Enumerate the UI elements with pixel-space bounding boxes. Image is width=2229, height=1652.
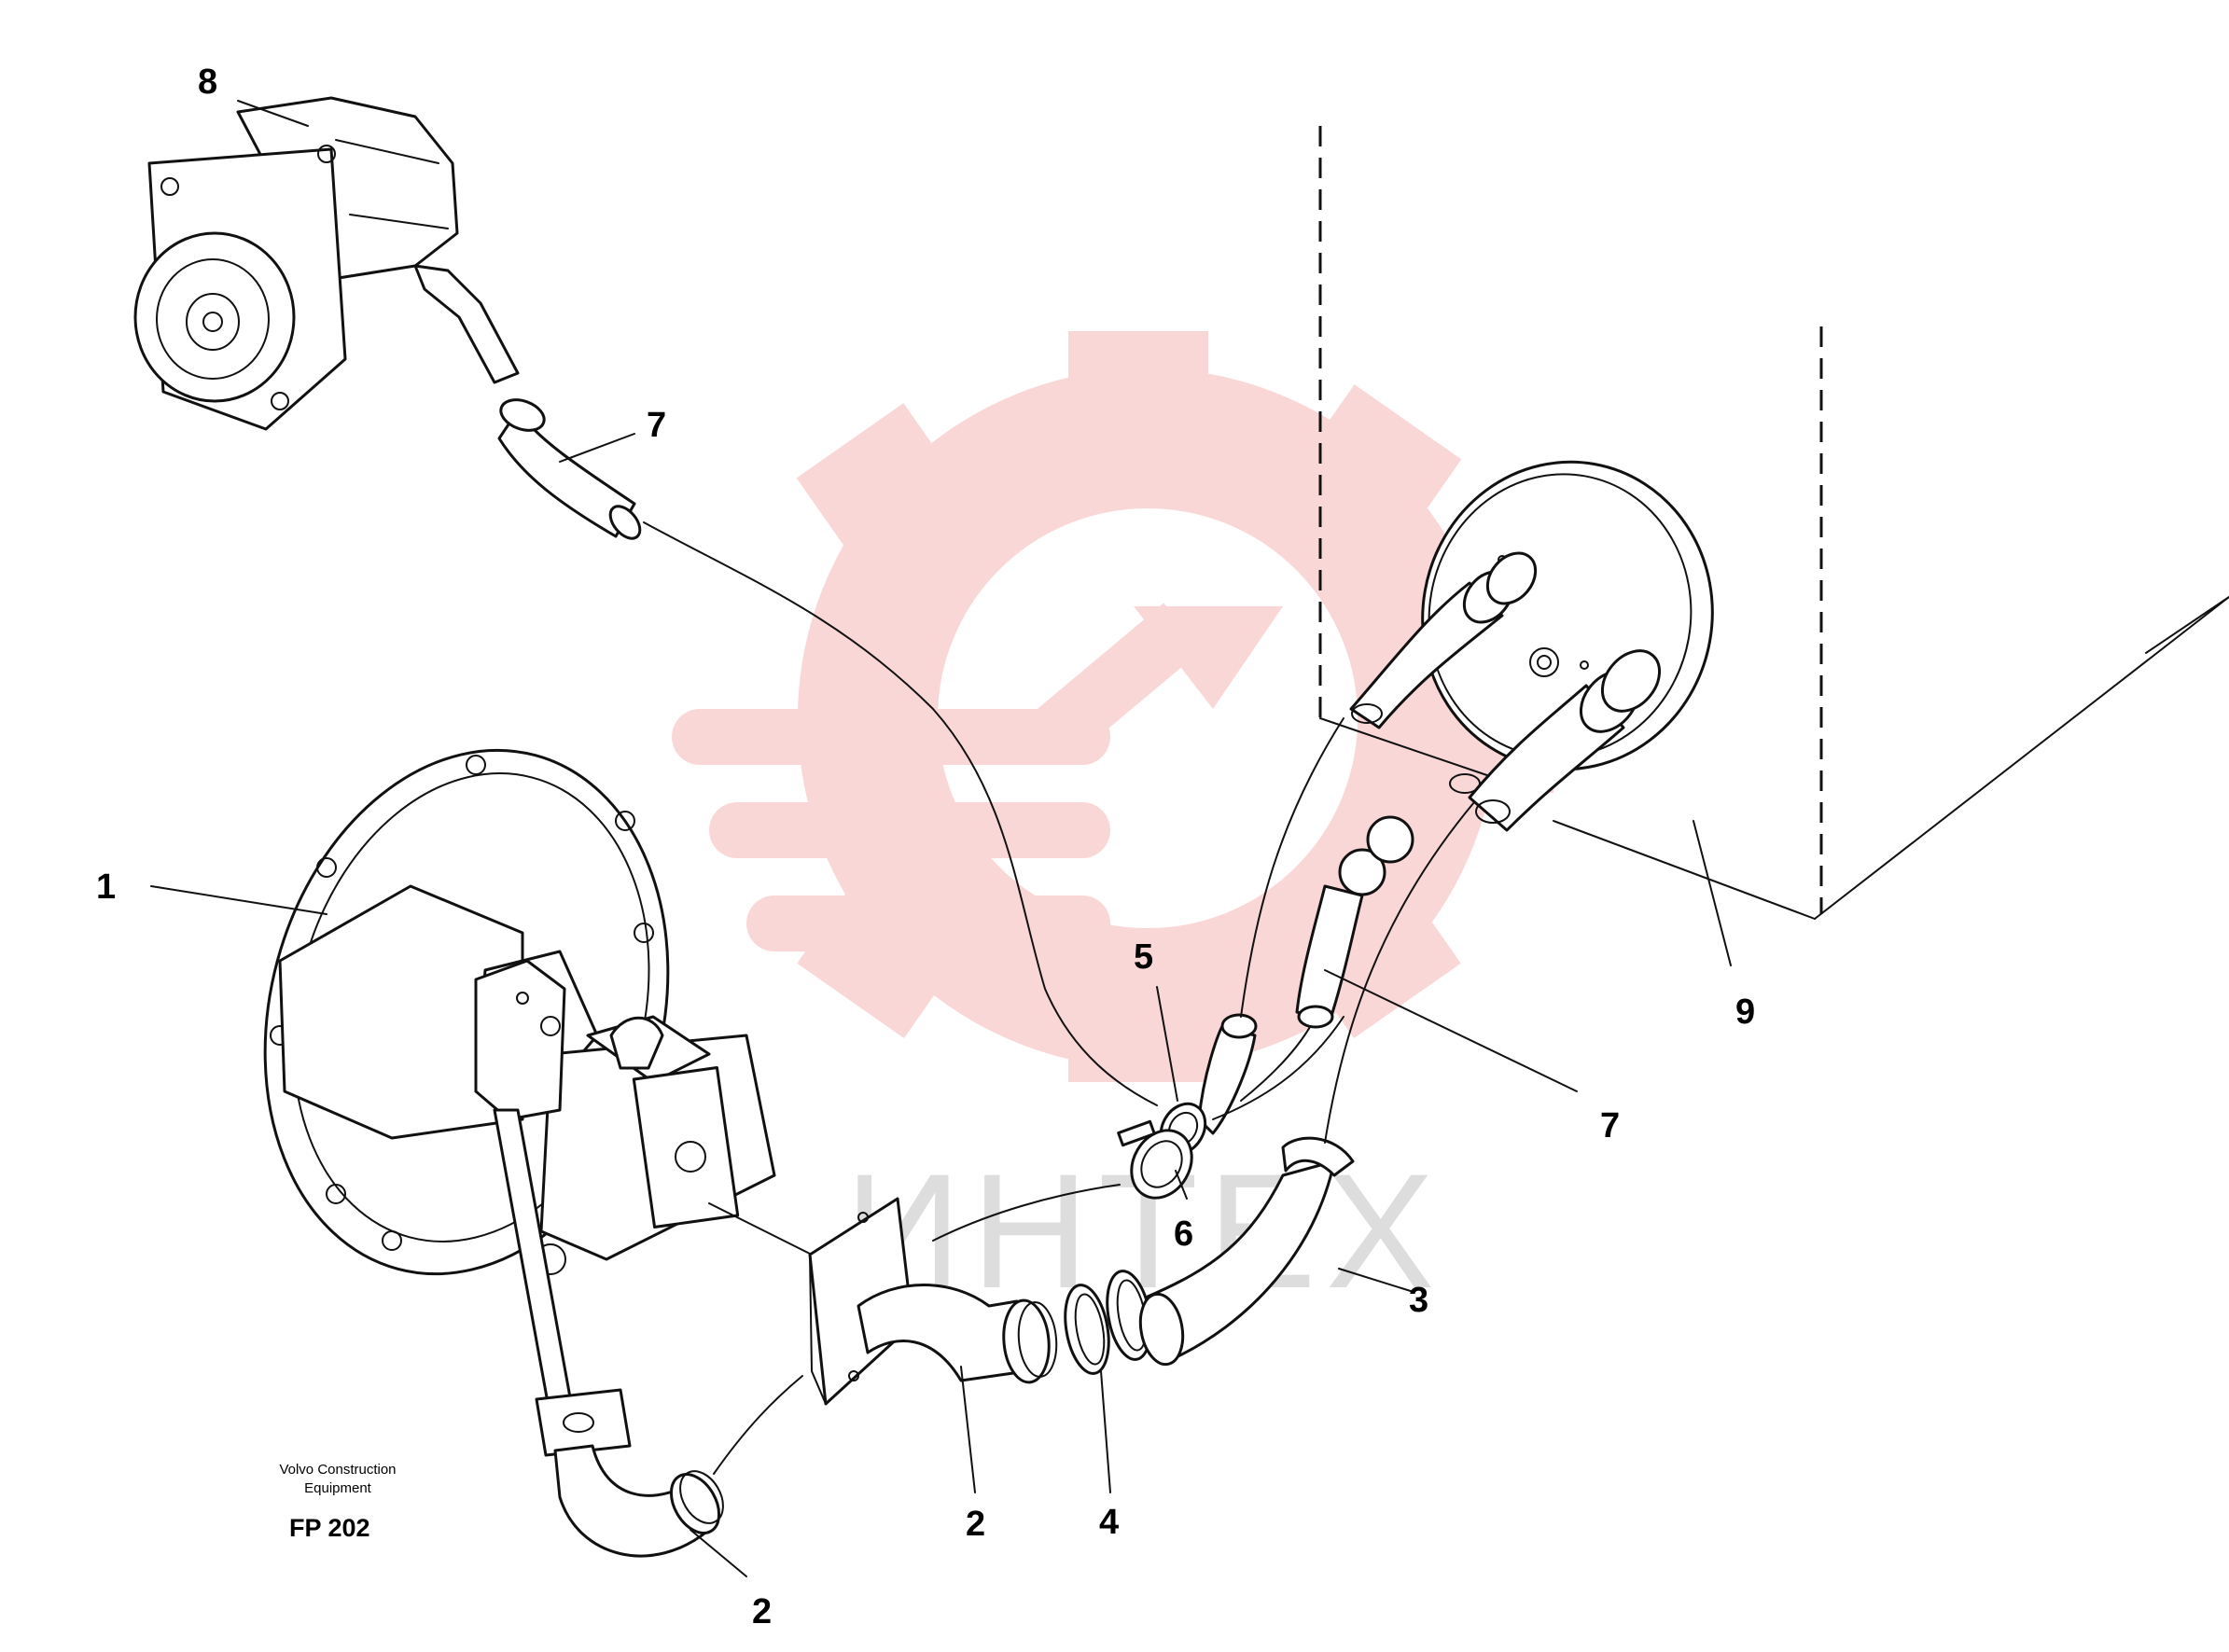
figure-code: FP 202 <box>289 1514 370 1542</box>
connection-line <box>713 1375 803 1475</box>
gear-pump <box>133 96 520 431</box>
suction-pipe-2-upper <box>808 1184 1121 1406</box>
hydraulic-tank <box>1318 126 2229 920</box>
diagram-caption: Volvo Construction Equipment FP 202 <box>279 1462 396 1542</box>
caption-line-2: Equipment <box>304 1480 372 1496</box>
pump-housing-flywheel <box>263 748 776 1420</box>
callout-7-lower: 7 <box>1600 1106 1620 1145</box>
callout-6: 6 <box>1174 1215 1193 1254</box>
caption-line-1: Volvo Construction <box>279 1462 396 1478</box>
callout-3: 3 <box>1409 1281 1428 1320</box>
hose-7-upper <box>497 398 642 540</box>
leader-lines <box>150 100 1732 1577</box>
callout-2-upper: 2 <box>966 1505 985 1544</box>
callout-9: 9 <box>1735 993 1755 1032</box>
connection-line <box>708 1202 822 1260</box>
callout-2-lower: 2 <box>752 1592 772 1631</box>
hose-clamps-5-6 <box>1117 717 1344 1200</box>
tank-outlet-flange <box>1349 460 1714 832</box>
callout-1: 1 <box>96 868 116 907</box>
hose-7-lower <box>1212 815 1414 1120</box>
callout-8: 8 <box>198 62 217 102</box>
callout-numbers: 8 7 1 5 6 9 7 3 2 4 2 <box>96 62 1755 1631</box>
suction-pipe-2-lower <box>535 1388 724 1558</box>
suction-hose-3 <box>1138 801 1475 1367</box>
gear-wrench-logo <box>672 331 1553 1082</box>
callout-5: 5 <box>1134 937 1153 977</box>
drain-line <box>643 521 1158 1106</box>
callout-4: 4 <box>1099 1503 1119 1542</box>
callout-7-upper: 7 <box>647 406 666 445</box>
